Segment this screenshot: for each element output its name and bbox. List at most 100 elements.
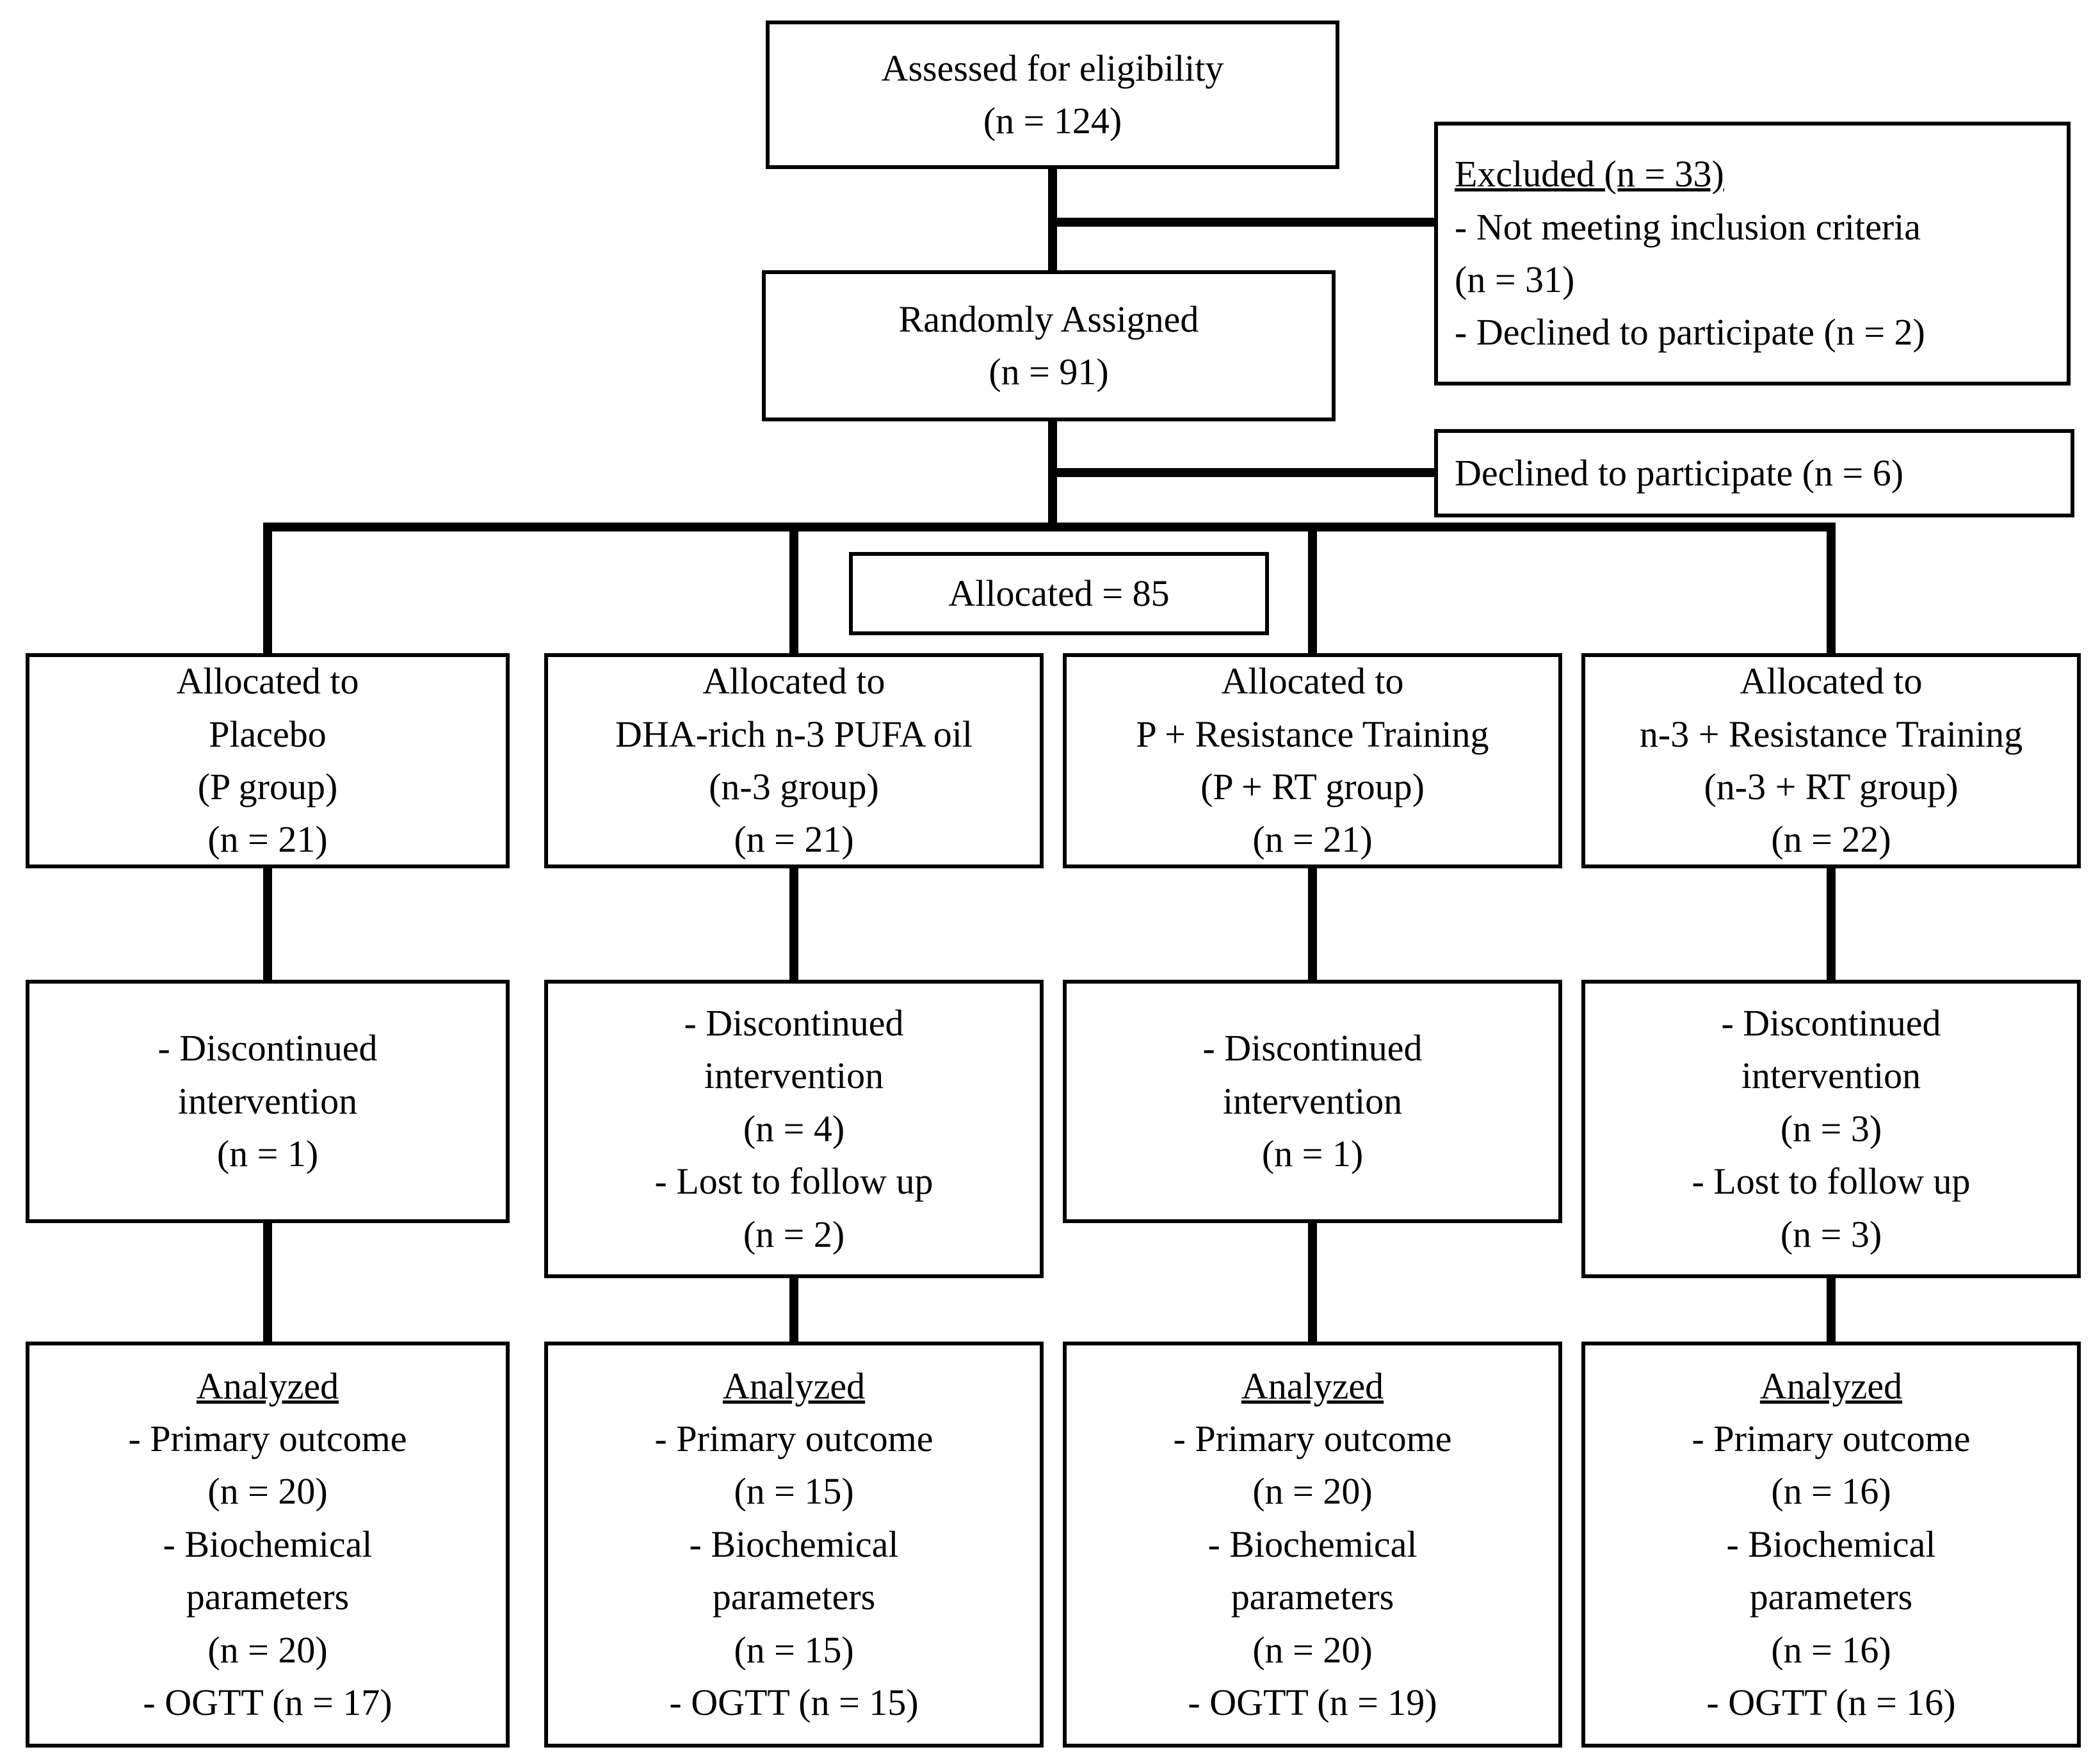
box-line: parameters [186,1576,350,1618]
box-line: - Discontinued [158,1027,378,1069]
box-line: - Discontinued [1721,1002,1941,1044]
box-line: (n = 20) [1252,1628,1373,1671]
box-line: n-3 + Resistance Training [1639,713,2023,755]
box-line: - OGTT (n = 15) [669,1681,919,1723]
box-line: parameters [712,1576,876,1618]
analyzed-heading: Analyzed [1241,1365,1384,1407]
box-line: P + Resistance Training [1136,713,1489,755]
box-line: (n = 20) [207,1628,328,1671]
declined-to-participate-box: Declined to participate (n = 6) [1434,429,2074,517]
connector-drop-allocation-group2 [789,523,798,653]
analyzed-box-n3-rt: Analyzed - Primary outcome (n = 16) - Bi… [1581,1342,2081,1748]
box-line: Allocated to [702,660,885,702]
box-line: (n = 21) [207,818,328,861]
box-line: intervention [177,1080,358,1122]
box-line: (n = 21) [1252,818,1373,861]
box-line: intervention [1222,1080,1403,1122]
excluded-heading: Excluded (n = 33) [1455,153,1724,195]
box-line: Randomly Assigned [898,298,1199,340]
analyzed-heading: Analyzed [1759,1365,1903,1407]
box-line: (n = 20) [207,1470,328,1513]
box-line: - Biochemical [163,1523,373,1565]
box-line: - Primary outcome [128,1418,407,1460]
box-line: (n = 2) [743,1213,845,1255]
box-line: - Primary outcome [654,1418,933,1460]
excluded-box: Excluded (n = 33) - Not meeting inclusio… [1434,122,2071,385]
box-line: - OGTT (n = 19) [1188,1681,1437,1723]
box-line: - Declined to participate (n = 2) [1455,311,1925,353]
randomly-assigned-box: Randomly Assigned (n = 91) [762,270,1336,421]
connector-drop-allocation-group1 [263,523,272,653]
connector-drop-allocation-group3 [1308,523,1317,653]
box-line: (n = 3) [1780,1213,1882,1255]
box-line: Declined to participate (n = 6) [1455,451,1904,494]
box-line: - Biochemical [1726,1523,1936,1565]
box-line: - Biochemical [1208,1523,1418,1565]
box-line: - Primary outcome [1692,1418,1971,1460]
box-line: intervention [704,1055,884,1097]
box-line: (n = 1) [1261,1133,1364,1175]
followup-box-placebo: - Discontinued intervention (n = 1) [26,980,510,1223]
box-line: intervention [1741,1055,1921,1097]
box-line: (n-3 group) [709,766,879,807]
analyzed-heading: Analyzed [722,1365,866,1407]
allocation-box-p-rt: Allocated to P + Resistance Training (P … [1063,653,1562,868]
box-line: parameters [1231,1576,1394,1618]
box-line: (n = 91) [989,351,1109,393]
assessed-for-eligibility-box: Assessed for eligibility (n = 124) [766,20,1339,169]
box-line: - Discontinued [1202,1027,1423,1069]
box-line: Assessed for eligibility [881,47,1224,89]
followup-box-p-rt: - Discontinued intervention (n = 1) [1063,980,1562,1223]
box-line: (n = 16) [1771,1470,1891,1513]
box-line: Placebo [209,713,327,755]
box-line: - Discontinued [684,1002,904,1044]
allocation-box-n3-rt: Allocated to n-3 + Resistance Training (… [1581,653,2081,868]
box-line: (n = 1) [216,1133,319,1175]
connector-distributor-line [263,523,1836,532]
box-line: (n = 16) [1771,1628,1891,1671]
connector-followup-to-analyzed-group3 [1308,1223,1317,1342]
box-line: (P + RT group) [1200,766,1425,807]
box-line: - Primary outcome [1173,1418,1452,1460]
box-line: - OGTT (n = 16) [1706,1681,1956,1723]
box-line: (n = 15) [734,1470,854,1513]
connector-allocation-to-followup-group1 [263,868,272,980]
box-line: (n-3 + RT group) [1704,766,1959,807]
connector-drop-allocation-group4 [1827,523,1836,653]
box-line: - OGTT (n = 17) [143,1681,392,1723]
followup-box-n3-rt: - Discontinued intervention (n = 3) - Lo… [1581,980,2081,1278]
box-line: - Lost to follow up [1692,1160,1971,1203]
allocation-box-placebo: Allocated to Placebo (P group) (n = 21) [26,653,510,868]
box-line: (n = 4) [743,1107,845,1149]
allocated-total-box: Allocated = 85 [849,552,1269,635]
box-line: Allocated to [1221,660,1404,702]
box-line: - Not meeting inclusion criteria [1455,206,1921,248]
connector-branch-to-excluded [1048,218,1434,227]
connector-allocation-to-followup-group2 [789,868,798,980]
box-line: Allocated to [1740,660,1923,702]
connector-allocation-to-followup-group4 [1827,868,1836,980]
analyzed-box-placebo: Analyzed - Primary outcome (n = 20) - Bi… [26,1342,510,1748]
box-line: DHA-rich n-3 PUFA oil [615,713,973,755]
analyzed-box-n3-pufa: Analyzed - Primary outcome (n = 15) - Bi… [544,1342,1044,1748]
analyzed-heading: Analyzed [196,1365,339,1407]
connector-allocation-to-followup-group3 [1308,868,1317,980]
followup-box-n3-pufa: - Discontinued intervention (n = 4) - Lo… [544,980,1044,1278]
box-line: (n = 20) [1252,1470,1373,1513]
connector-branch-to-declined [1048,468,1434,477]
box-line: (n = 22) [1771,818,1891,861]
connector-followup-to-analyzed-group2 [789,1278,798,1342]
box-line: Allocated to [176,660,359,702]
analyzed-box-p-rt: Analyzed - Primary outcome (n = 20) - Bi… [1063,1342,1562,1748]
box-line: - Biochemical [689,1523,899,1565]
box-line: Allocated = 85 [948,572,1170,614]
box-line: (n = 124) [983,100,1122,142]
connector-followup-to-analyzed-group4 [1827,1278,1836,1342]
box-line: (n = 15) [734,1628,854,1671]
box-line: - Lost to follow up [654,1160,933,1203]
box-line: (n = 31) [1455,259,1575,300]
box-line: (n = 3) [1780,1107,1882,1149]
box-line: parameters [1749,1576,1913,1618]
allocation-box-n3-pufa: Allocated to DHA-rich n-3 PUFA oil (n-3 … [544,653,1044,868]
